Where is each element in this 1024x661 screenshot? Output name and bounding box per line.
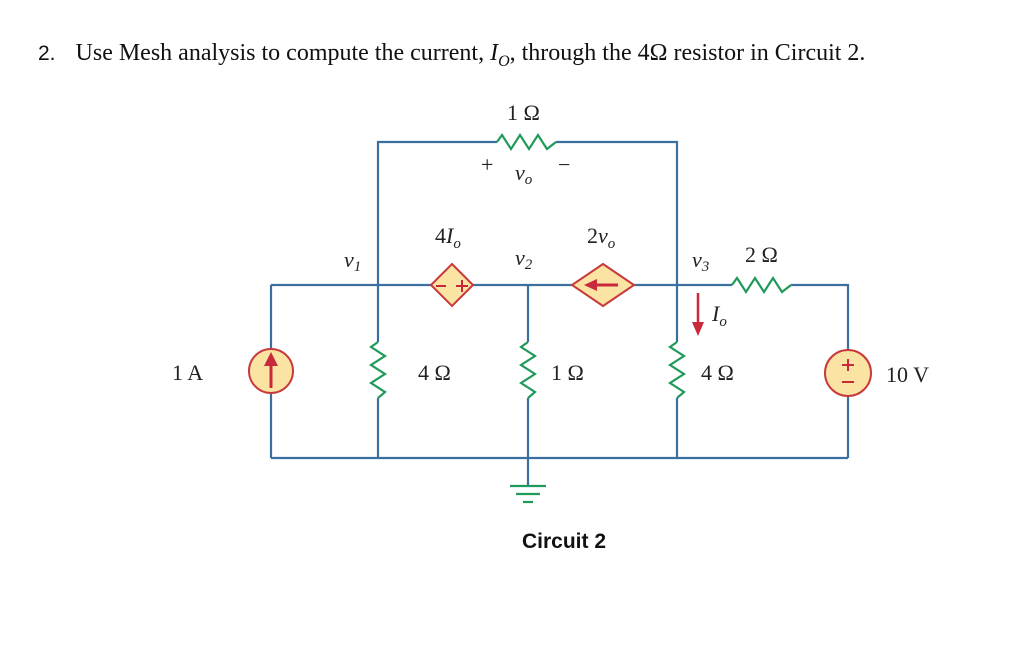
arrow-down-icon (692, 322, 704, 336)
wire-top-right (556, 140, 679, 285)
question-text-before: Use Mesh analysis to compute the current… (75, 40, 491, 66)
label-r4: 2 Ω (745, 242, 778, 267)
io-arrow (692, 293, 704, 336)
label-node-v2: v2 (515, 245, 533, 273)
label-r1: 4 Ω (418, 360, 451, 385)
label-2vo: 2vo (587, 223, 616, 252)
dependent-current-source (570, 262, 636, 308)
resistor-r2-1ohm (518, 341, 538, 399)
wire-right (791, 283, 850, 350)
label-4io: 4Io (435, 223, 461, 252)
wire-top-left (376, 140, 497, 285)
question-number: 2. (38, 42, 56, 65)
label-vo: vo (515, 160, 533, 188)
label-voltage-source: 10 V (886, 362, 929, 387)
label-vo-minus: − (558, 152, 570, 177)
current-symbol: IO (490, 40, 510, 70)
resistor-r3-4ohm (667, 341, 687, 399)
question-text: 2. Use Mesh analysis to compute the curre… (38, 40, 865, 71)
wires (269, 140, 850, 486)
resistor-r4-2ohm (731, 275, 792, 295)
label-top-resistor: 1 Ω (507, 100, 540, 125)
label-io: Io (711, 301, 727, 330)
circuit-caption: Circuit 2 (522, 530, 607, 553)
resistors (368, 132, 792, 504)
dependent-voltage-source (429, 262, 475, 308)
label-r3: 4 Ω (701, 360, 734, 385)
label-r2: 1 Ω (551, 360, 584, 385)
label-vo-plus: + (481, 152, 493, 177)
arrow-up-head (264, 352, 278, 366)
resistor-top-1ohm (496, 132, 557, 152)
label-node-v1: v1 (344, 247, 361, 275)
resistor-r1-4ohm (368, 341, 388, 399)
label-current-source: 1 A (172, 360, 203, 385)
voltage-source-10v (824, 349, 872, 397)
question-text-after: , through the 4Ω resistor in Circuit 2. (509, 40, 866, 66)
arrow-left-head (584, 279, 597, 291)
current-source-1a (248, 348, 294, 394)
label-node-v3: v3 (692, 247, 709, 275)
